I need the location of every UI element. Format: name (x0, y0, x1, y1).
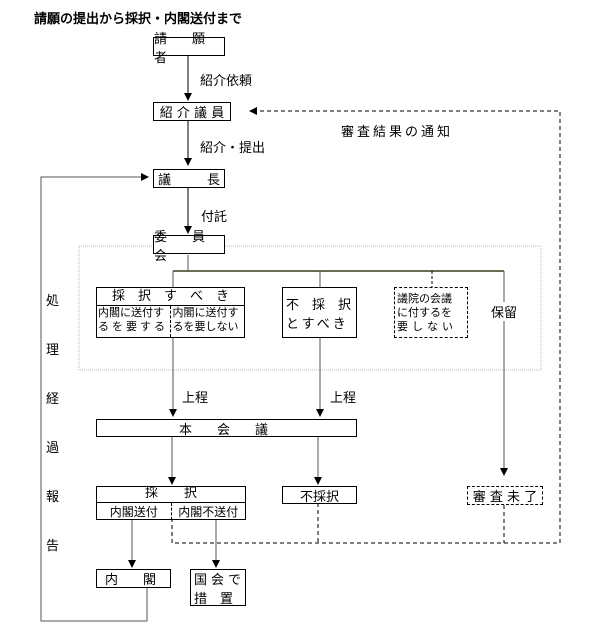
node-adopt-should: 採 択 す べ き 内閣に送付す るを要する 内閣に送付す るを要しない (96, 287, 245, 338)
notification-loop (171, 107, 561, 544)
cabinet-no-send: 内閣不送付 (178, 505, 239, 519)
node-speaker: 議 長 (153, 169, 225, 188)
node-petitioner: 請 願 者 (153, 31, 231, 66)
node-review-incomplete: 審 査 未 了 (467, 486, 543, 505)
adopt-send-cabinet: 内閣に送付す るを要する (97, 306, 171, 337)
node-diet-measure: 国会で 措 置 (190, 569, 246, 607)
node-cabinet: 内 閣 (96, 569, 171, 588)
adopt-should-title: 採 択 す べ き (97, 288, 244, 306)
speaker-left: 議 (158, 173, 172, 188)
cabinet-send: 内閣送付 (97, 503, 172, 520)
side-label-2: 経 (46, 392, 60, 407)
edge-label-agenda-left: 上程 (182, 391, 209, 406)
side-label-4: 報 (46, 490, 60, 505)
node-plenary: 本 会 議 (96, 419, 357, 438)
edge-label-refer: 付託 (201, 210, 228, 225)
node-rejected: 不採択 (282, 486, 357, 505)
side-label-5: 告 (46, 539, 60, 554)
adopted-sub-row: 内閣送付 内閣不送付 (97, 503, 245, 520)
edge-label-hold: 保留 (491, 302, 518, 321)
node-no-plenary: 議院の会議 に付するを 要しない (394, 287, 468, 338)
side-label-0: 処 (46, 294, 60, 309)
side-label-1: 理 (46, 343, 60, 358)
edge-label-request-intro: 紹介依頼 (200, 74, 253, 89)
side-label-3: 過 (46, 441, 60, 456)
speaker-right: 長 (206, 173, 220, 188)
node-committee: 委 員 会 (153, 229, 231, 264)
adopt-sub-row: 内閣に送付す るを要する 内閣に送付す るを要しない (97, 306, 244, 337)
page-title: 請願の提出から採択・内閣送付まで (34, 12, 243, 27)
adopted-title: 採 択 (97, 486, 245, 503)
edge-label-notify: 審査結果の通知 (341, 125, 454, 140)
edge-label-intro-submit: 紹介・提出 (200, 141, 266, 156)
report-loop (40, 173, 149, 622)
node-reject-should: 不 採 択 とすべき (282, 287, 357, 338)
committee-enclosure (78, 245, 542, 371)
adopt-no-send: 内閣に送付す るを要しない (172, 306, 239, 333)
node-adopted: 採 択 内閣送付 内閣不送付 (96, 486, 246, 520)
edge-label-agenda-right: 上程 (330, 391, 357, 406)
node-introducing-member: 紹 介 議 員 (153, 102, 231, 121)
